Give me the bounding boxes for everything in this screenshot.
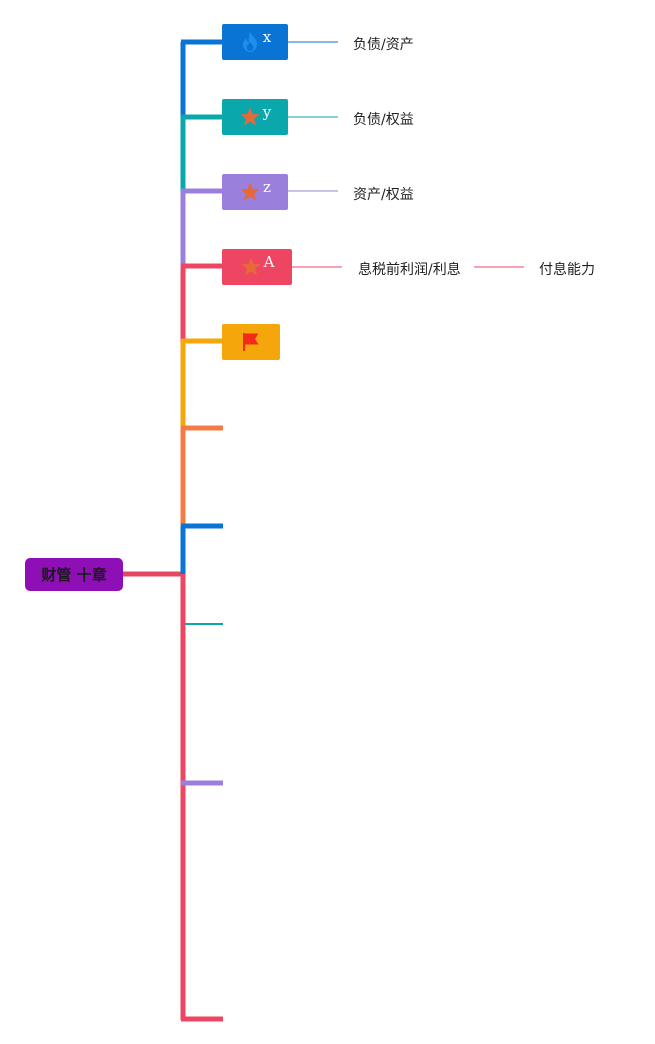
node-z-label: z: [263, 178, 271, 196]
star-icon: [239, 106, 261, 128]
leaf-z[interactable]: 资产/权益: [353, 187, 414, 203]
leaf-y[interactable]: 负债/权益: [353, 112, 414, 128]
leaf-x[interactable]: 负债/资产: [353, 37, 414, 53]
leaf-a-child[interactable]: 付息能力: [539, 262, 595, 278]
node-y-label: y: [262, 103, 272, 121]
root-label: 财管 十章: [41, 566, 107, 584]
node-x[interactable]: x: [222, 24, 288, 60]
node-a[interactable]: A: [222, 249, 292, 285]
leaf-a[interactable]: 息税前利润/利息: [358, 262, 461, 278]
node-flag[interactable]: [222, 324, 280, 360]
star-icon: [240, 256, 262, 278]
flag-icon: [240, 331, 262, 353]
fire-icon: [239, 31, 261, 53]
node-z[interactable]: z: [222, 174, 288, 210]
node-y[interactable]: y: [222, 99, 288, 135]
star-icon: [239, 181, 261, 203]
node-x-label: x: [262, 28, 272, 46]
node-a-label: A: [263, 253, 275, 271]
root-node[interactable]: 财管 十章: [25, 558, 123, 591]
